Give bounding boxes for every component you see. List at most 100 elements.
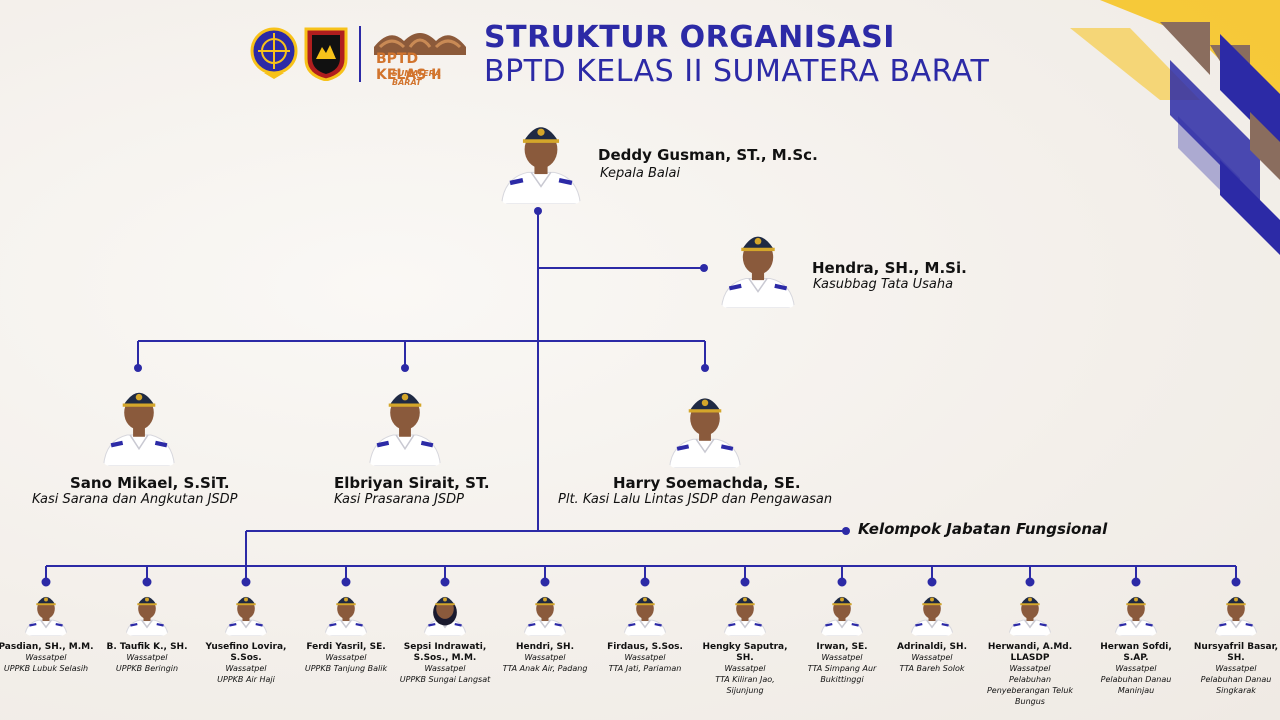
bptd-logo: BPTD KELAS II SUMATERA BARAT <box>370 25 470 87</box>
staff-role: Wassatpel <box>821 653 863 662</box>
section-name-1: Sano Mikael, S.SiT. <box>70 474 230 492</box>
staff-unit: TTA Kiliran Jao, Sijunjung <box>715 675 775 695</box>
staff-photo <box>1214 592 1258 636</box>
logo-separator <box>359 26 361 82</box>
head-name: Deddy Gusman, ST., M.Sc. <box>598 146 818 164</box>
staff-photo <box>1008 592 1052 636</box>
section-name-2: Elbriyan Sirait, ST. <box>334 474 490 492</box>
head-photo <box>500 116 582 204</box>
staff-connector-dot <box>341 577 351 587</box>
staff-connector-dot <box>440 577 450 587</box>
staff-connector-dot <box>241 577 251 587</box>
admin-role: Kasubbag Tata Usaha <box>813 277 954 292</box>
section-name-3: Harry Soemachda, SE. <box>613 474 801 492</box>
functional-group-label: Kelompok Jabatan Fungsional <box>858 520 1108 538</box>
staff-connector-dot <box>837 577 847 587</box>
staff-unit: TTA Anak Air, Padang <box>502 664 588 673</box>
staff-unit: UPPKB Lubuk Selasih <box>3 664 89 673</box>
section-role-3: Plt. Kasi Lalu Lintas JSDP dan Pengawasa… <box>558 492 833 507</box>
staff-role: Wassatpel <box>126 653 168 662</box>
title-line-2: BPTD KELAS II SUMATERA BARAT <box>484 54 990 89</box>
staff-name: Irwan, SE. <box>816 642 868 652</box>
staff-photo <box>820 592 864 636</box>
staff-connector-dot <box>41 577 51 587</box>
staff-photo <box>224 592 268 636</box>
section-role-1: Kasi Sarana dan Angkutan JSDP <box>32 492 238 507</box>
bptd-logo-subtext: SUMATERA BARAT <box>392 69 441 87</box>
staff-name: Herwan Sofdi, S.AP. <box>1100 642 1172 663</box>
staff-name: Sepsi Indrawati, S.Sos., M.M. <box>403 642 487 663</box>
regional-logo <box>302 25 350 85</box>
staff-connector-dot <box>540 577 550 587</box>
staff-connector-dot <box>1231 577 1241 587</box>
admin-name: Hendra, SH., M.Si. <box>812 259 967 277</box>
staff-photo <box>1114 592 1158 636</box>
staff-role: Wassatpel <box>1009 664 1051 673</box>
staff-role: Wassatpel <box>524 653 566 662</box>
staff-name: Hendri, SH. <box>516 642 574 652</box>
staff-name: Hengky Saputra, SH. <box>702 642 788 663</box>
staff-name: Nursyafril Basar, SH. <box>1193 642 1279 663</box>
staff-name: Yusefino Lovira, S.Sos. <box>205 642 287 663</box>
staff-role: Wassatpel <box>424 664 466 673</box>
staff-photo <box>125 592 169 636</box>
admin-photo <box>720 226 796 308</box>
staff-photo <box>910 592 954 636</box>
ministry-logo <box>250 27 298 83</box>
staff-name: Pasdian, SH., M.M. <box>0 642 94 652</box>
staff-connector-dot <box>142 577 152 587</box>
staff-unit: UPPKB Beringin <box>115 664 179 673</box>
staff-unit: TTA Simpang Aur Bukittinggi <box>807 664 877 684</box>
staff-connector-dot <box>1025 577 1035 587</box>
staff-connector-dot <box>927 577 937 587</box>
section-photo-2 <box>368 380 442 466</box>
head-role: Kepala Balai <box>600 166 681 181</box>
staff-connector-dot <box>640 577 650 587</box>
staff-role: Wassatpel <box>1215 664 1257 673</box>
staff-unit: Pelabuhan Penyeberangan Teluk Bungus <box>986 675 1074 706</box>
section-role-2: Kasi Prasarana JSDP <box>334 492 465 507</box>
staff-role: Wassatpel <box>225 664 267 673</box>
staff-unit: UPPKB Air Haji <box>217 675 275 684</box>
staff-connector-dot <box>1131 577 1141 587</box>
staff-unit: Pelabuhan Danau Singkarak <box>1200 675 1272 695</box>
staff-photo <box>623 592 667 636</box>
staff-name: Ferdi Yasril, SE. <box>306 642 386 652</box>
staff-role: Wassatpel <box>911 653 953 662</box>
staff-role: Wassatpel <box>724 664 766 673</box>
staff-name: Herwandi, A.Md. LLASDP <box>987 642 1073 663</box>
staff-name: Adrinaldi, SH. <box>896 642 967 652</box>
staff-unit: TTA Bareh Solok <box>899 664 965 673</box>
staff-connector-dot <box>740 577 750 587</box>
staff-unit: UPPKB Sungai Langsat <box>399 675 491 684</box>
staff-role: Wassatpel <box>1115 664 1157 673</box>
staff-role: Wassatpel <box>25 653 67 662</box>
staff-unit: TTA Jati, Pariaman <box>608 664 682 673</box>
staff-name: Firdaus, S.Sos. <box>607 642 683 652</box>
corner-decoration <box>1070 0 1280 255</box>
bptd-logo-text: BPTD KELAS II <box>376 51 442 83</box>
staff-role: Wassatpel <box>325 653 367 662</box>
staff-unit: UPPKB Tanjung Balik <box>304 664 388 673</box>
staff-photo <box>723 592 767 636</box>
section-photo-1 <box>102 380 176 466</box>
staff-photo <box>24 592 68 636</box>
staff-photo <box>523 592 567 636</box>
title-line-1: STRUKTUR ORGANISASI <box>484 20 895 55</box>
staff-name: B. Taufik K., SH. <box>106 642 188 652</box>
page-title: STRUKTUR ORGANISASI BPTD KELAS II SUMATE… <box>484 22 989 90</box>
